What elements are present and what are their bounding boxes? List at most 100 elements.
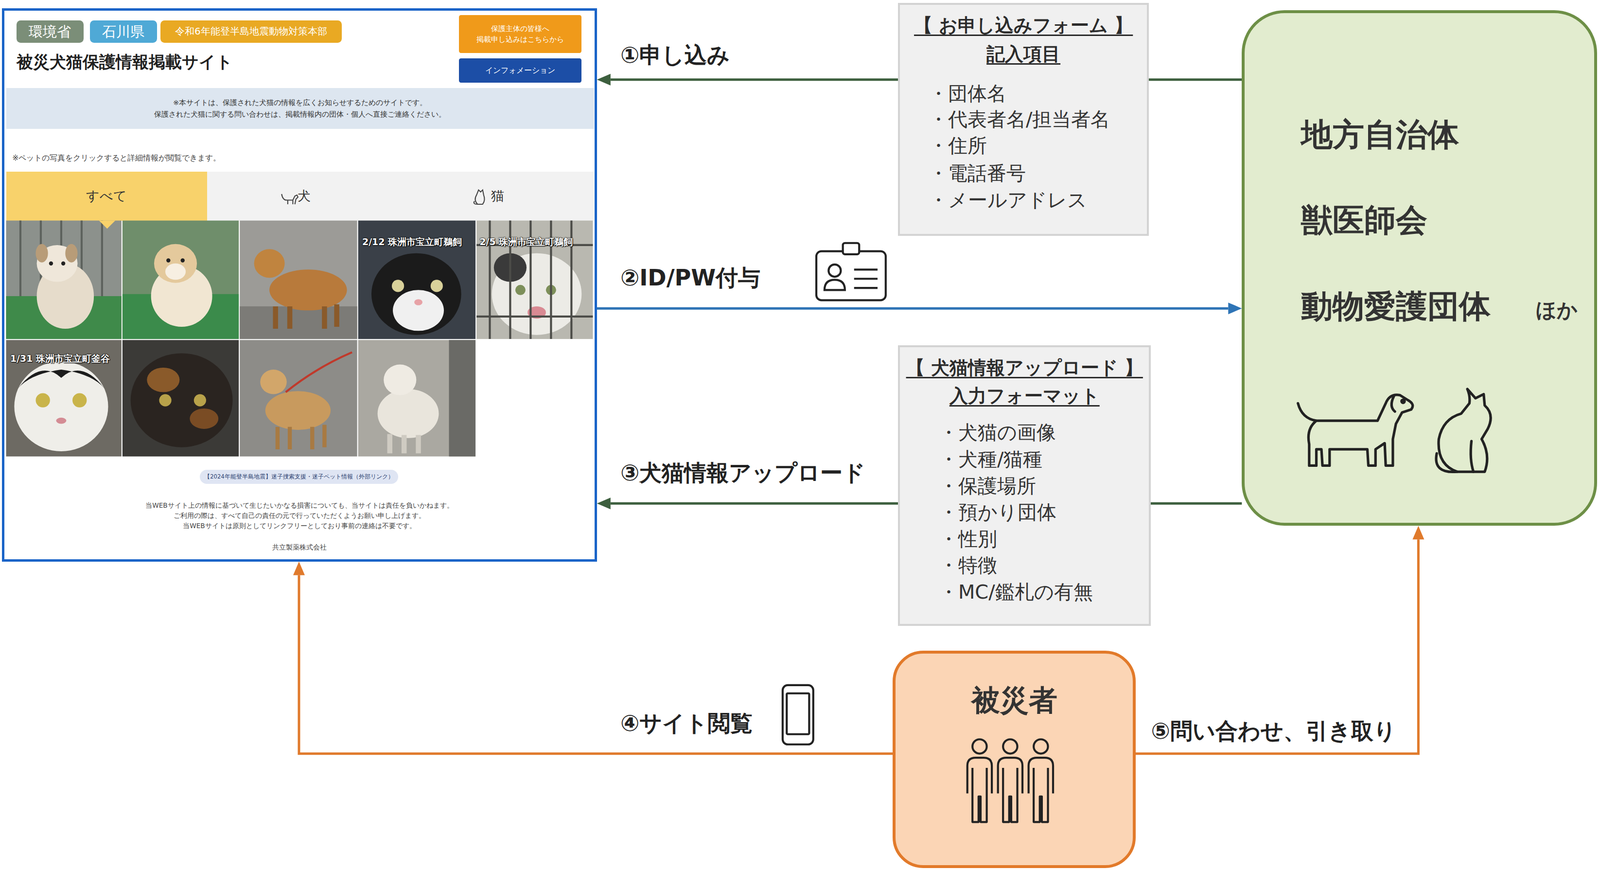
edge-label: ②ID/PW付与 <box>620 263 761 293</box>
node-text: ※ペットの写真をクリックすると詳細情報が閲覧できます。 <box>12 153 221 163</box>
node-text: ご利用の際は、すべて自己の責任の元で行っていただくようお願い申し上げます。 <box>1 511 598 521</box>
photo-puppy-2-part <box>165 263 186 281</box>
people-icon-part <box>1002 738 1018 754</box>
node-text: 被災者 <box>892 681 1136 719</box>
node-text: ・犬種/猫種 <box>938 446 1043 473</box>
connector-line <box>298 575 894 754</box>
text-slot: 共立製薬株式会社 <box>1 543 598 552</box>
prefecture-badge: 石川県 <box>89 20 158 43</box>
text-slot: 【 お申し込みフォーム 】 記入項目 <box>897 11 1149 69</box>
connector <box>1135 525 1425 754</box>
node-text: 被災犬猫保護情報掲載サイト <box>16 51 233 73</box>
photo-dog-white-part <box>389 433 419 454</box>
edge-label: ①申し込み <box>620 40 730 70</box>
text-slot: 当WEBサイトは原則としてリンクフリーとしており事前の連絡は不要です。 <box>1 521 598 531</box>
photo-cat-white-part <box>55 417 67 424</box>
text-slot: 2/5 珠洲市宝立町鵜飼 <box>479 235 573 248</box>
photo-cat-tortoiseshell-part <box>189 408 219 429</box>
dog-icon <box>1298 394 1413 466</box>
text-slot: ・性別 <box>938 526 998 552</box>
photo-dog-white-part <box>358 339 476 457</box>
cat-icon-part <box>1436 453 1458 472</box>
tab-cat-icon <box>474 190 485 205</box>
photo-puppy-2-part <box>122 220 239 340</box>
arrow-head <box>1228 302 1242 315</box>
text-slot: ご利用の際は、すべて自己の責任の元で行っていただくようお願い申し上げます。 <box>1 511 598 521</box>
node-text: ・保護場所 <box>938 473 1037 499</box>
info-button: インフォメーション <box>458 58 582 83</box>
photo-grid <box>6 220 594 457</box>
text-slot: ・保護場所 <box>938 473 1037 499</box>
photo-dog-brown-part <box>254 248 285 278</box>
photo-cat-tortoiseshell-part <box>193 394 207 407</box>
text-slot: ①申し込み <box>620 40 730 70</box>
agency-badge: 環境省 <box>16 20 85 43</box>
node-text: 令和6年能登半島地震動物対策本部 <box>175 25 328 38</box>
photo-cat-black-white-part <box>430 279 443 292</box>
text-slot: ・犬猫の画像 <box>938 420 1056 446</box>
photo-dog-white <box>358 339 476 457</box>
photo-cat-tortoiseshell-part <box>130 353 233 448</box>
photo-dog-white-part <box>383 364 417 396</box>
id-card-icon-part <box>828 264 841 277</box>
text-slot: ・犬種/猫種 <box>938 446 1043 473</box>
dog-icon-part <box>1298 394 1413 466</box>
photo-cat-black-white-part <box>371 253 462 335</box>
photo-puppy-2-part <box>180 258 185 263</box>
text-slot: 獣医師会 <box>1301 199 1428 242</box>
id-card-icon-part <box>854 269 878 288</box>
people-icon-part <box>972 738 987 754</box>
node-text: 【 お申し込みフォーム 】 記入項目 <box>897 11 1149 69</box>
node-text: 地方自治体 <box>1301 114 1460 156</box>
arrow-head <box>597 73 611 86</box>
form-box: 【 お申し込みフォーム 】 記入項目・団体名・代表者名/担当者名・住所・電話番号… <box>897 2 1149 236</box>
node-text: 【 犬猫情報アップロード 】 入力フォーマット <box>897 353 1152 411</box>
node-text: ・特徴 <box>938 552 998 579</box>
text-slot: ③犬猫情報アップロード <box>620 457 866 488</box>
node-text: ・性別 <box>938 526 998 552</box>
node-text: 保護主体の皆様へ 掲載申し込みはこちらから <box>468 23 573 45</box>
photo-puppy-2 <box>122 220 239 340</box>
photo-dog-white-part <box>448 339 476 457</box>
photo-cat-white-part <box>18 369 105 388</box>
photo-cat-black-white-part <box>391 279 405 292</box>
people-icon-part <box>998 757 1023 822</box>
node-text: 犬 <box>297 187 311 205</box>
photo-puppy-1-part <box>61 261 66 266</box>
node-text: インフォメーション <box>485 65 556 76</box>
tab-all: すべて <box>6 171 208 221</box>
photo-cat-tortoiseshell-part <box>146 367 180 392</box>
people-icon-part <box>1033 738 1048 754</box>
photo-puppy-2-part <box>154 244 197 283</box>
task-force-badge: 令和6年能登半島地震動物対策本部 <box>160 20 343 43</box>
photo-dog-shiba-part <box>265 390 331 430</box>
id-card-icon <box>816 243 886 301</box>
photo-cat-black-white <box>358 220 476 340</box>
photo-cat-cage-part <box>515 284 526 296</box>
node-text: ・MC/鑑札の有無 <box>938 579 1093 605</box>
stakeholder-box: 地方自治体獣医師会動物愛護団体 ほか <box>1241 10 1597 526</box>
photo-cat-tortoiseshell-part <box>158 394 172 407</box>
tab-cat: 猫 <box>401 171 595 221</box>
node-text: ・預かり団体 <box>938 499 1057 526</box>
photo-puppy-1-part <box>49 261 53 266</box>
id-card-icon-part <box>824 279 845 290</box>
tab-dog-icon-part <box>281 193 299 205</box>
node-text: ・電話番号 <box>928 160 1026 187</box>
tab-dog: 犬 <box>207 171 402 221</box>
photo-cat-tortoiseshell <box>122 339 239 457</box>
text-slot: 1/31 珠洲市宝立町釜谷 <box>10 352 110 365</box>
text-slot: ⑤問い合わせ、引き取り <box>1151 716 1397 746</box>
photo-dog-shiba-part <box>277 424 325 450</box>
node-text: 共立製薬株式会社 <box>1 543 598 552</box>
photo-dog-shiba-part <box>260 369 287 394</box>
arrow-head <box>293 561 305 576</box>
node-text: ほか <box>1535 297 1578 324</box>
photo-puppy-1-part <box>65 244 78 263</box>
edge-label: ⑤問い合わせ、引き取り <box>1151 716 1397 746</box>
node-text: 動物愛護団体 <box>1301 285 1491 328</box>
text-slot: 当WEBサイト上の情報に基づいて生じたいかなる損害についても、当サイトは責任を負… <box>1 501 598 510</box>
id-card-icon-part <box>816 251 886 301</box>
text-slot: 被災者 <box>892 681 1136 719</box>
text-slot: ④サイト閲覧 <box>620 708 753 738</box>
